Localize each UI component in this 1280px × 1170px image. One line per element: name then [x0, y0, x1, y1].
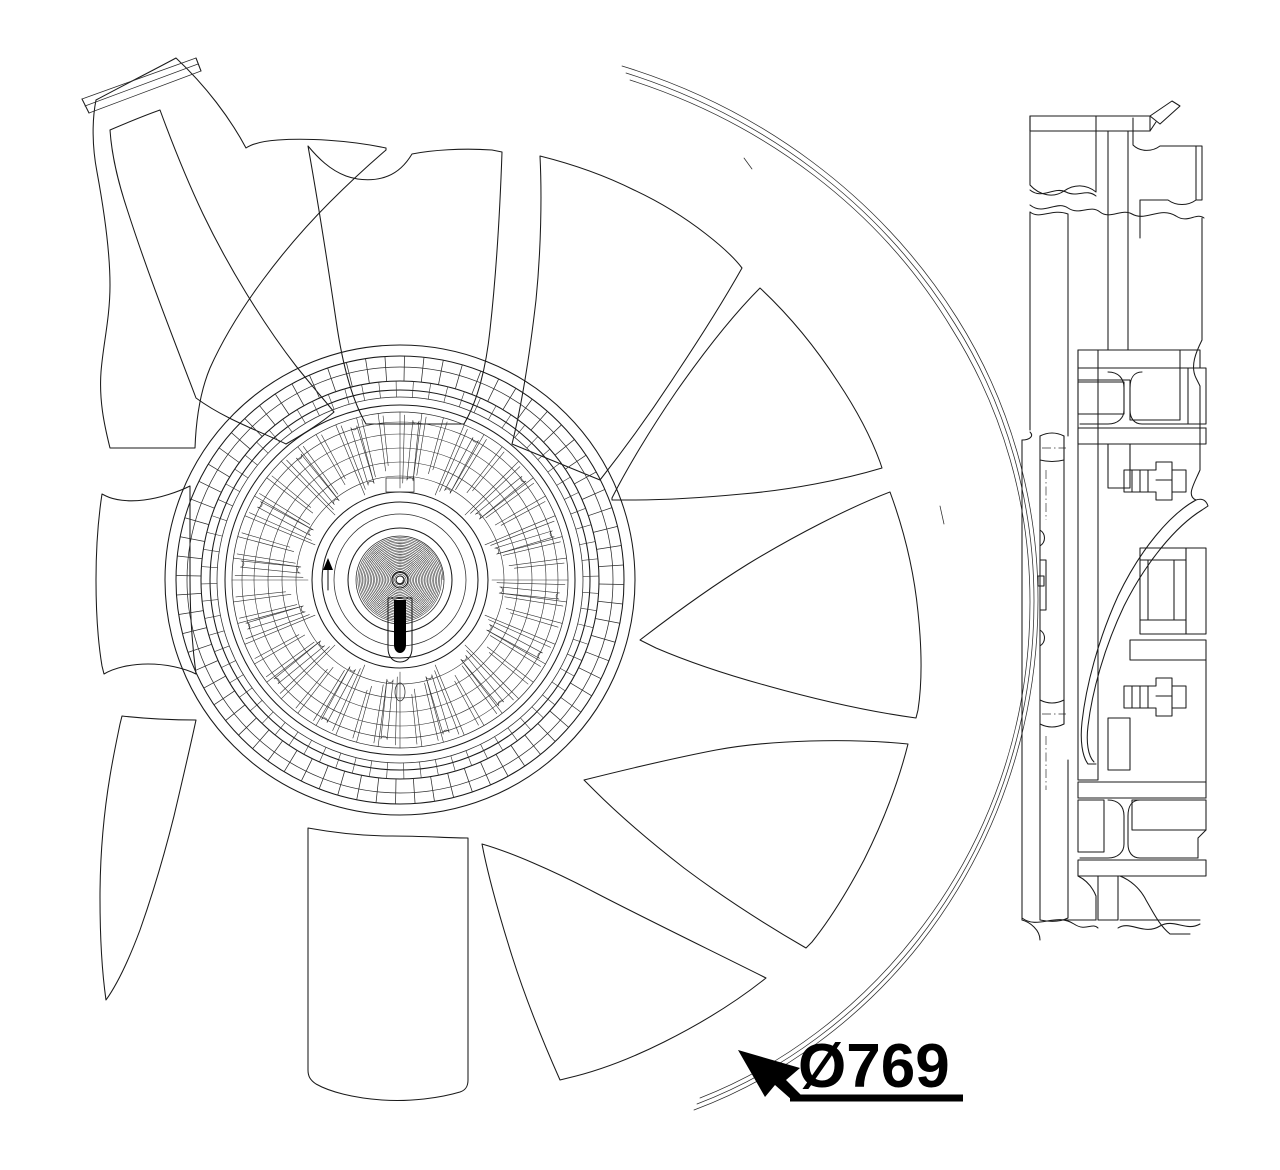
dimension-callout: Ø769 — [738, 1032, 963, 1102]
fan-blades — [109, 109, 335, 445]
fan-blade — [583, 740, 909, 949]
bolt-upper — [1123, 461, 1187, 501]
hub-inner-disc — [224, 404, 576, 756]
fan-blade — [307, 145, 503, 425]
fan-blade — [95, 485, 197, 675]
fan-blade-set — [92, 57, 922, 1102]
hub-center-boss — [311, 491, 489, 669]
section-right-outer-profile — [1190, 217, 1203, 501]
section-web-upper — [1107, 130, 1129, 351]
spiral-machined-core — [357, 537, 444, 623]
section-bearing-block — [1129, 547, 1207, 661]
rotation-direction-arrow — [323, 558, 333, 591]
hub-radial-slots — [240, 420, 560, 740]
fan-front-view — [81, 57, 1039, 1111]
hub-radial-ribs — [231, 411, 569, 749]
keyway-slot — [394, 600, 406, 653]
fan-hub — [164, 344, 636, 816]
section-blade-profile — [1080, 498, 1209, 765]
break-line-upper — [1029, 189, 1205, 220]
fan-blade — [92, 57, 387, 449]
fan-blade — [639, 491, 922, 719]
fan-blade — [611, 287, 883, 501]
hub-concentric-arcs — [241, 421, 559, 739]
fan-blade — [307, 827, 469, 1102]
fan-blade — [511, 155, 743, 481]
fan-blade — [481, 843, 767, 1081]
shroud-ring — [81, 57, 1039, 1111]
dimension-text: Ø769 — [798, 1032, 950, 1101]
fan-blade — [99, 715, 197, 1001]
section-upper-right-body — [1132, 117, 1197, 239]
cross-section-view — [1021, 100, 1209, 941]
break-line-lower — [1021, 917, 1201, 930]
section-left-housing — [1021, 211, 1069, 941]
hub-cooling-fins — [175, 355, 625, 805]
fan-blade — [109, 109, 335, 445]
section-clutch-housing — [1077, 349, 1207, 489]
hub-cooling-fins-inner — [200, 380, 600, 780]
bolt-lower — [1123, 677, 1187, 717]
dimension-leader-arrow — [738, 1050, 806, 1100]
